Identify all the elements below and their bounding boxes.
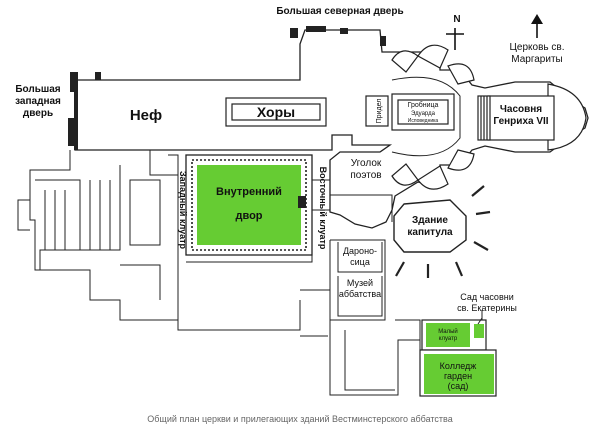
cloister xyxy=(185,154,313,256)
label-west-door-line1: Большая xyxy=(15,84,60,95)
label-little-cloister-line2: клуатр xyxy=(439,336,458,342)
west-buildings xyxy=(17,150,179,321)
label-museum-line2: аббатства xyxy=(339,289,381,299)
chapter-house xyxy=(393,185,491,278)
label-east-cloister: Восточный клуатр xyxy=(318,167,328,250)
label-west-door-line3: дверь xyxy=(23,108,53,119)
label-tomb-line3: Исповедника xyxy=(408,118,439,124)
label-north: N xyxy=(453,14,460,25)
label-chapter-line1: Здание xyxy=(412,215,448,226)
label-poets-line2: поэтов xyxy=(350,170,381,181)
label-museum-line1: Музей xyxy=(347,278,373,288)
label-great-north-door: Большая северная дверь xyxy=(276,6,403,17)
label-margaret-line1: Церковь св. xyxy=(510,42,565,53)
label-college-line1: Колледж xyxy=(440,361,477,371)
label-henry-line1: Часовня xyxy=(500,104,542,115)
catherine-garden xyxy=(474,324,484,338)
choir-stalls xyxy=(225,97,327,127)
label-cloister-line1: Внутренний xyxy=(216,186,282,198)
label-cloister-line2: двор xyxy=(235,210,262,222)
label-college-line3: (сад) xyxy=(448,381,469,391)
label-west-cloister: Западный клуатр xyxy=(178,171,188,249)
college-garden xyxy=(424,354,494,394)
ambulatory-chapels xyxy=(391,44,587,190)
label-pyx-line2: сица xyxy=(350,257,370,267)
wall-blocks xyxy=(68,26,386,150)
label-chapter-line2: капитула xyxy=(407,227,453,238)
label-catherine-line2: св. Екатерины xyxy=(457,303,517,313)
label-little-cloister-line1: Малый xyxy=(438,328,458,335)
ambulatory-ring xyxy=(391,76,461,157)
north-arrow-icon xyxy=(446,28,464,50)
margaret-arrow-icon xyxy=(531,14,543,38)
label-choir: Хоры xyxy=(257,104,295,120)
label-margaret-line2: Маргариты xyxy=(511,54,562,65)
sanctuary xyxy=(365,93,455,131)
label-nave: Неф xyxy=(130,107,162,124)
label-pyx-line1: Дароно- xyxy=(343,246,377,256)
label-henry-line2: Генриха VII xyxy=(493,116,548,127)
label-poets-line1: Уголок xyxy=(351,158,382,169)
college-area xyxy=(419,310,497,397)
label-west-door-line2: западная xyxy=(15,96,61,107)
cloister-garth xyxy=(197,165,301,245)
label-altar: Придел xyxy=(376,99,383,124)
label-catherine-line1: Сад часовни xyxy=(460,292,513,302)
little-cloister-garth xyxy=(426,323,470,347)
label-tomb-line1: Гробница xyxy=(408,101,439,109)
label-tomb-line2: Эдуарда xyxy=(411,111,436,117)
figure-caption: Общий план церкви и прилегающих зданий В… xyxy=(147,414,453,424)
henry-chapel xyxy=(477,95,555,141)
label-college-line2: гарден xyxy=(444,371,472,381)
